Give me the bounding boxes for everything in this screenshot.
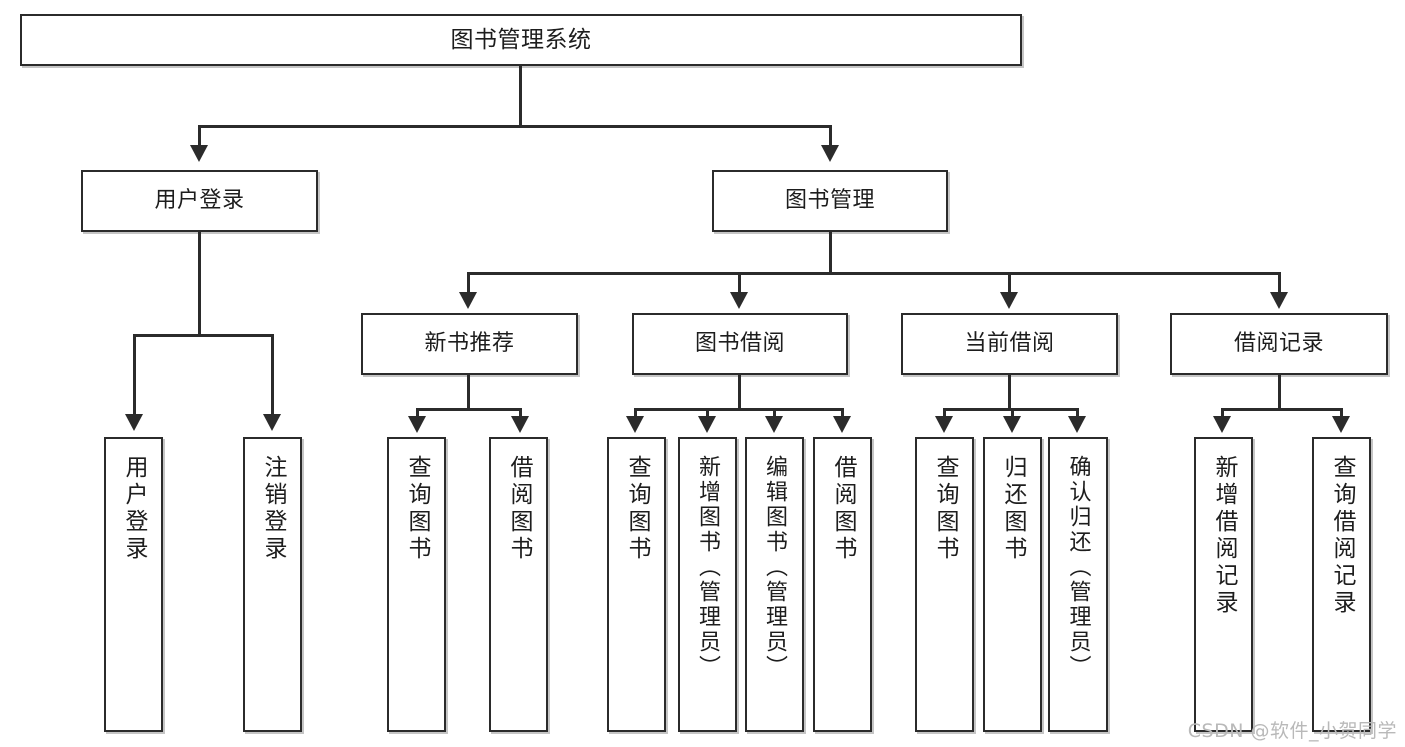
- node-label: 借阅图书: [830, 455, 856, 563]
- watermark-text: CSDN @软件_小贺同学: [1187, 720, 1397, 742]
- leaf-current-return-book[interactable]: 归还图书: [983, 437, 1042, 732]
- node-label: 图书管理系统: [450, 27, 592, 53]
- leaf-record-add[interactable]: 新增借阅记录: [1194, 437, 1253, 732]
- connector-recommend-to-query: [416, 408, 419, 418]
- arrowhead-recommend-to-query: [408, 416, 426, 433]
- node-book-borrow[interactable]: 图书借阅: [632, 313, 848, 375]
- connector-borrow-bus: [634, 408, 842, 411]
- arrowhead-current-to-query: [935, 416, 953, 433]
- node-label: 查询图书: [404, 455, 430, 563]
- connector-bookmgmt-stem: [829, 232, 832, 274]
- leaf-borrow-edit-book[interactable]: 编辑图书（管理员）: [745, 437, 804, 732]
- leaf-borrow-lend-book[interactable]: 借阅图书: [813, 437, 872, 732]
- connector-bookmgmt-to-record: [1278, 272, 1281, 294]
- leaf-current-query-book[interactable]: 查询图书: [915, 437, 974, 732]
- connector-borrow-to-query: [634, 408, 637, 418]
- connector-record-to-query: [1340, 408, 1343, 418]
- connector-bookmgmt-to-recommend: [467, 272, 470, 294]
- connector-root-bus: [198, 125, 831, 128]
- connector-login-stem: [198, 232, 201, 336]
- node-label: 查询图书: [932, 455, 958, 563]
- connector-current-stem: [1008, 375, 1011, 410]
- connector-borrow-to-edit: [773, 408, 776, 418]
- arrowhead-record-to-add: [1213, 416, 1231, 433]
- leaf-current-confirm-return[interactable]: 确认归还（管理员）: [1048, 437, 1108, 732]
- node-label: 注销登录: [260, 455, 286, 563]
- leaf-recommend-query-book[interactable]: 查询图书: [387, 437, 446, 732]
- connector-record-stem: [1278, 375, 1281, 410]
- connector-current-bus: [943, 408, 1078, 411]
- connector-recommend-stem: [467, 375, 470, 410]
- arrowhead-login-to-userlogin: [125, 414, 143, 431]
- node-label: 图书管理: [784, 188, 875, 213]
- connector-login-bus: [133, 334, 273, 337]
- connector-borrow-to-add: [706, 408, 709, 418]
- arrowhead-current-to-confirm: [1068, 416, 1086, 433]
- leaf-user-login[interactable]: 用户登录: [104, 437, 163, 732]
- connector-current-to-return: [1011, 408, 1014, 418]
- node-user-login[interactable]: 用户登录: [81, 170, 318, 232]
- node-current-borrow[interactable]: 当前借阅: [901, 313, 1118, 375]
- arrowhead-current-to-return: [1003, 416, 1021, 433]
- node-borrow-record[interactable]: 借阅记录: [1170, 313, 1388, 375]
- leaf-borrow-add-book[interactable]: 新增图书（管理员）: [678, 437, 737, 732]
- connector-root-stem: [519, 66, 522, 126]
- node-label: 归还图书: [1000, 455, 1026, 563]
- node-label: 借阅记录: [1233, 331, 1324, 356]
- node-label: 用户登录: [154, 188, 245, 213]
- leaf-logout[interactable]: 注销登录: [243, 437, 302, 732]
- leaf-recommend-borrow-book[interactable]: 借阅图书: [489, 437, 548, 732]
- connector-record-bus: [1221, 408, 1342, 411]
- node-label: 新增借阅记录: [1211, 455, 1237, 617]
- node-label: 新增图书（管理员）: [695, 455, 720, 680]
- node-label: 查询借阅记录: [1329, 455, 1355, 617]
- arrowhead-recommend-to-borrow: [511, 416, 529, 433]
- node-label: 查询图书: [624, 455, 650, 563]
- connector-recommend-to-borrow: [519, 408, 522, 418]
- node-label: 借阅图书: [506, 455, 532, 563]
- arrowhead-borrow-to-query: [626, 416, 644, 433]
- node-label: 图书借阅: [694, 331, 785, 356]
- arrowhead-bookmgmt-to-current: [1000, 292, 1018, 309]
- connector-login-to-logout: [271, 334, 274, 416]
- connector-root-to-bookmgmt: [829, 125, 832, 147]
- connector-root-to-login: [198, 125, 201, 147]
- node-book-management[interactable]: 图书管理: [712, 170, 948, 232]
- connector-borrow-to-lend: [841, 408, 844, 418]
- arrowhead-borrow-to-edit: [765, 416, 783, 433]
- connector-current-to-confirm: [1076, 408, 1079, 418]
- arrowhead-bookmgmt-to-record: [1270, 292, 1288, 309]
- connector-current-to-query: [943, 408, 946, 418]
- leaf-record-query[interactable]: 查询借阅记录: [1312, 437, 1371, 732]
- arrowhead-login-to-logout: [263, 414, 281, 431]
- arrowhead-borrow-to-add: [698, 416, 716, 433]
- node-label: 当前借阅: [964, 331, 1055, 356]
- arrowhead-bookmgmt-to-recommend: [459, 292, 477, 309]
- node-root-system[interactable]: 图书管理系统: [20, 14, 1022, 66]
- connector-recommend-bus: [416, 408, 521, 411]
- node-label: 编辑图书（管理员）: [762, 455, 787, 680]
- connector-bookmgmt-to-current: [1008, 272, 1011, 294]
- arrowhead-bookmgmt-to-borrow: [730, 292, 748, 309]
- connector-record-to-add: [1221, 408, 1224, 418]
- connector-bookmgmt-bus: [467, 272, 1279, 275]
- connector-borrow-stem: [738, 375, 741, 410]
- arrowhead-record-to-query: [1332, 416, 1350, 433]
- leaf-borrow-query-book[interactable]: 查询图书: [607, 437, 666, 732]
- arrowhead-borrow-to-lend: [833, 416, 851, 433]
- connector-bookmgmt-to-borrow: [738, 272, 741, 294]
- node-label: 新书推荐: [424, 331, 515, 356]
- node-new-book-recommend[interactable]: 新书推荐: [361, 313, 578, 375]
- node-label: 确认归还（管理员）: [1065, 455, 1091, 680]
- arrowhead-root-to-login: [190, 145, 208, 162]
- arrowhead-root-to-bookmgmt: [821, 145, 839, 162]
- connector-login-to-userlogin: [133, 334, 136, 416]
- node-label: 用户登录: [121, 455, 147, 563]
